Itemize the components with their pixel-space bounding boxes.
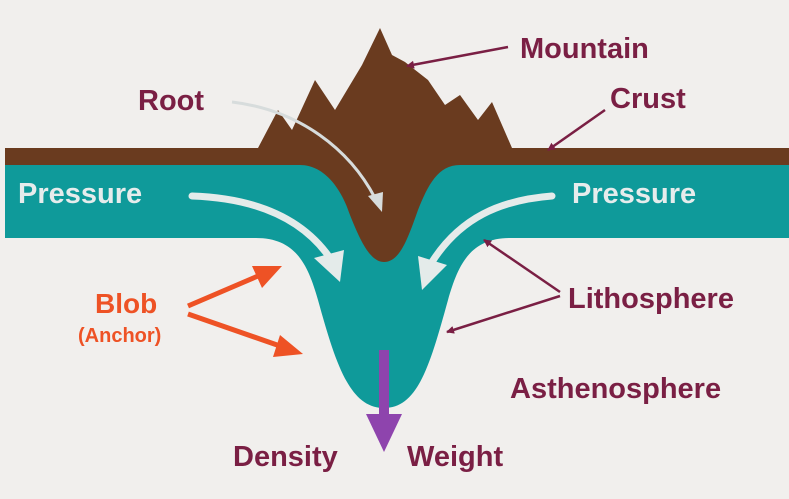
root-label: Root bbox=[138, 85, 204, 117]
pressure-label-left: Pressure bbox=[18, 178, 142, 210]
anchor-label: (Anchor) bbox=[78, 325, 161, 347]
mountain-label: Mountain bbox=[520, 33, 649, 65]
lithosphere-label: Lithosphere bbox=[568, 283, 734, 315]
blob-label: Blob bbox=[95, 288, 157, 319]
crust-label: Crust bbox=[610, 83, 686, 115]
pressure-label-right: Pressure bbox=[572, 178, 696, 210]
asthenosphere-label: Asthenosphere bbox=[510, 373, 721, 405]
weight-label: Weight bbox=[407, 441, 503, 473]
weight-arrow-shaft bbox=[379, 350, 389, 418]
density-label: Density bbox=[233, 441, 338, 473]
